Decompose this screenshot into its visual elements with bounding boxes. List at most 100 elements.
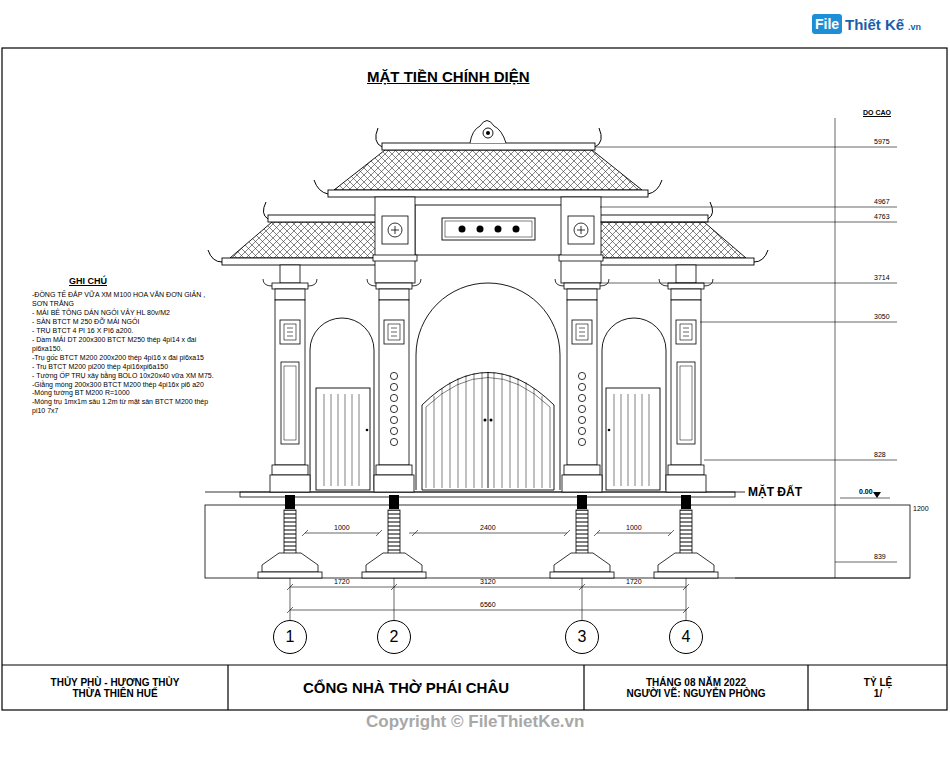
note-line: - TRỤ BTCT 4 PI 16 X PI6 a200. <box>32 327 217 336</box>
drawing-part <box>290 587 686 588</box>
note-line: -Móng tường BT M200 R=1000 <box>32 389 217 398</box>
drawing-part <box>812 14 842 34</box>
note-line: -Giằng móng 200x300 BTCT M200 thép 4pi16… <box>32 381 217 390</box>
drawing-part <box>230 222 378 258</box>
drawing-part <box>635 394 636 486</box>
drawing-part <box>281 362 299 444</box>
note-line: - MÁI BÊ TÔNG DÁN NGÓI VẢY HL 80v/M2 <box>32 309 217 318</box>
drawing-part <box>484 419 487 422</box>
title-block-text: NGƯỜI VẼ: NGUYỄN PHÒNG <box>626 688 765 699</box>
drawing-part <box>352 394 353 486</box>
drawing-part <box>366 429 369 432</box>
drawing-part <box>394 578 395 620</box>
drawing-part <box>676 265 696 283</box>
drawing-part <box>628 394 629 486</box>
drawing-part <box>621 394 622 486</box>
drawing-part <box>600 283 897 284</box>
drawing-part <box>434 396 435 488</box>
elevation-value: 1200 <box>913 505 929 513</box>
elevation-value: 5975 <box>874 138 890 146</box>
drawing-part <box>240 492 735 497</box>
drawing-part <box>597 533 671 534</box>
drawing-part <box>290 578 291 620</box>
drawing-part <box>754 250 768 262</box>
logo-text: .vn <box>908 22 921 32</box>
notes-heading: GHI CHÚ <box>69 276 107 286</box>
drawing-part <box>373 197 417 283</box>
dimension-value: 1000 <box>626 524 642 532</box>
dimension-value: 2400 <box>480 524 496 532</box>
drawing-part <box>334 150 642 190</box>
drawing-part <box>490 419 493 422</box>
axis-number: 4 <box>682 628 691 646</box>
drawing-part <box>466 375 467 488</box>
title-block-cell: THỦY PHÙ - HƯƠNG THỦY THỪA THIÊN HUẾ <box>2 665 228 710</box>
elevation-value: 828 <box>874 451 886 459</box>
title-block-text: CỔNG NHÀ THỜ PHÁI CHÂU <box>303 679 509 696</box>
drawing-part <box>328 190 648 197</box>
logo-text: File <box>815 16 839 32</box>
drawing-part <box>310 318 374 490</box>
dimension-value: 1000 <box>334 524 350 532</box>
drawing-part <box>700 322 897 323</box>
drawing-part <box>458 378 459 488</box>
axis-circle: 3 <box>565 620 599 654</box>
drawing-part <box>390 372 397 445</box>
axis-circle: 1 <box>273 620 307 654</box>
drawing-part <box>559 197 603 283</box>
logo-text: Thiết Kế <box>845 16 904 33</box>
drawing-part <box>598 222 746 258</box>
drawing-part <box>305 533 379 534</box>
drawing-part <box>316 388 370 490</box>
drawing-part <box>268 215 378 222</box>
drawing-part <box>459 226 520 233</box>
drawing-title: MẶT TIỀN CHÍNH DIỆN <box>367 68 530 85</box>
drawing-part <box>290 610 686 611</box>
drawing-part <box>331 394 332 486</box>
drawing-part <box>486 131 490 135</box>
title-block-text: THỦY PHÙ - HƯƠNG THỦY THỪA THIÊN HUẾ <box>35 677 195 699</box>
drawing-part <box>526 382 527 488</box>
drawing-part <box>445 221 532 237</box>
drawing-part <box>840 498 890 499</box>
title-block-text: 1/ <box>874 688 882 699</box>
drawing-part <box>459 226 466 233</box>
drawing-part <box>608 429 611 432</box>
axis-number: 3 <box>578 628 587 646</box>
drawing-part <box>434 372 542 488</box>
drawing-part <box>494 372 495 488</box>
drawing-part <box>483 128 493 138</box>
drawing-part <box>578 372 585 445</box>
drawing-part <box>596 118 910 578</box>
note-line: -Trụ gốc BTCT M200 200x200 thép 4pi16 x … <box>32 354 217 363</box>
drawing-part <box>600 207 897 208</box>
drawing-part <box>649 394 650 486</box>
drawing-part <box>495 226 502 233</box>
drawing-part <box>614 394 615 486</box>
axis-number: 2 <box>390 628 399 646</box>
drawing-part <box>442 388 443 488</box>
drawing-part <box>382 143 595 150</box>
drawing-part <box>208 250 222 262</box>
drawing-part <box>409 533 567 534</box>
dimension-value: 6560 <box>480 601 496 609</box>
drawing-part <box>596 147 897 148</box>
drawing-part <box>263 202 268 219</box>
drawing-part <box>835 118 836 578</box>
dimension-value: 1720 <box>626 578 642 586</box>
note-line: -ĐỒNG TẾ ĐẮP VỮA XM M100 HOA VĂN ĐƠN GIẢ… <box>32 291 217 309</box>
axis-circle: 4 <box>669 620 703 654</box>
elevation-value: 3050 <box>874 313 890 321</box>
drawing-part <box>482 372 483 488</box>
elevation-value: 3714 <box>874 274 890 282</box>
note-line: -Móng trụ 1mx1m sâu 1.2m từ mặt sân BTCT… <box>32 398 217 416</box>
drawing-part <box>600 222 897 223</box>
drawing-part <box>873 492 881 498</box>
drawing-part <box>642 394 643 486</box>
title-block-cell: CỔNG NHÀ THỜ PHÁI CHÂU <box>228 665 584 710</box>
drawing-part <box>582 578 583 620</box>
drawing-part <box>477 226 484 233</box>
drawing-part <box>222 258 378 265</box>
